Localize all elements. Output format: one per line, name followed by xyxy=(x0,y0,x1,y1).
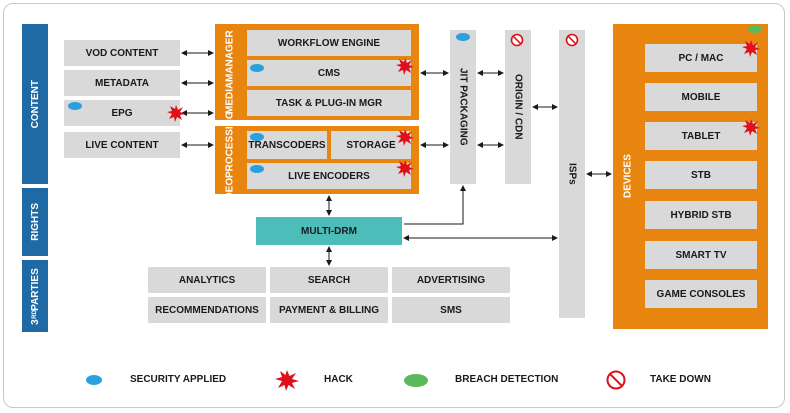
recommendations-box: RECOMMENDATIONS xyxy=(148,297,266,323)
device-hybrid-stb: HYBRID STB xyxy=(645,201,757,229)
security-dot-live-encoders xyxy=(250,165,264,173)
multi-drm-box: MULTI-DRM xyxy=(256,217,402,245)
device-stb: STB xyxy=(645,161,757,189)
security-dot-cms xyxy=(250,64,264,72)
legend-takedown-icon xyxy=(606,370,626,390)
content-bar: CONTENT xyxy=(22,24,48,184)
legend-breach-icon xyxy=(404,374,428,387)
analytics-box: ANALYTICS xyxy=(148,267,266,293)
rights-bar: RIGHTS xyxy=(22,188,48,256)
jit-packaging-column xyxy=(450,30,476,184)
live-encoders-box: LIVE ENCODERS xyxy=(247,163,411,189)
legend-takedown-label: TAKE DOWN xyxy=(650,374,711,385)
origin-cdn-column xyxy=(505,30,531,184)
epg-box: EPG xyxy=(64,100,180,126)
origin-cdn-label: ORIGIN / CDN xyxy=(512,74,524,140)
live-content-box: LIVE CONTENT xyxy=(64,132,180,158)
payment-billing-box: PAYMENT & BILLING xyxy=(270,297,388,323)
task-plugin-mgr-box: TASK & PLUG-IN MGR xyxy=(247,90,411,116)
device-mobile: MOBILE xyxy=(645,83,757,111)
transcoders-box: TRANSCODERS xyxy=(247,131,327,159)
cms-box: CMS xyxy=(247,60,411,86)
legend-security-label: SECURITY APPLIED xyxy=(130,374,227,385)
legend-security-icon xyxy=(86,375,102,385)
security-dot-transcoders xyxy=(250,133,264,141)
storage-box: STORAGE xyxy=(331,131,411,159)
security-dot-jit xyxy=(456,33,470,41)
device-smart-tv: SMART TV xyxy=(645,241,757,269)
device-game-consoles: GAME CONSOLES xyxy=(645,280,757,308)
rights-bar-label: RIGHTS xyxy=(29,203,41,241)
diagram-frame xyxy=(3,3,785,408)
device-tablet: TABLET xyxy=(645,122,757,150)
jit-packaging-label: JIT PACKAGING xyxy=(457,68,469,146)
breach-dot-devices xyxy=(748,25,762,33)
legend-hack-label: HACK xyxy=(324,374,353,385)
sms-box: SMS xyxy=(392,297,510,323)
security-dot-epg xyxy=(68,102,82,110)
search-box: SEARCH xyxy=(270,267,388,293)
workflow-engine-box: WORKFLOW ENGINE xyxy=(247,30,411,56)
isps-label: ISPs xyxy=(566,163,578,185)
device-pc-mac: PC / MAC xyxy=(645,44,757,72)
isps-column xyxy=(559,30,585,318)
content-bar-label: CONTENT xyxy=(29,79,41,129)
advertising-box: ADVERTISING xyxy=(392,267,510,293)
legend-breach-label: BREACH DETECTION xyxy=(455,374,559,385)
devices-label: DEVICES xyxy=(622,154,634,199)
metadata-box: METADATA xyxy=(64,70,180,96)
vod-content-box: VOD CONTENT xyxy=(64,40,180,66)
legend-hack-icon xyxy=(275,370,299,391)
